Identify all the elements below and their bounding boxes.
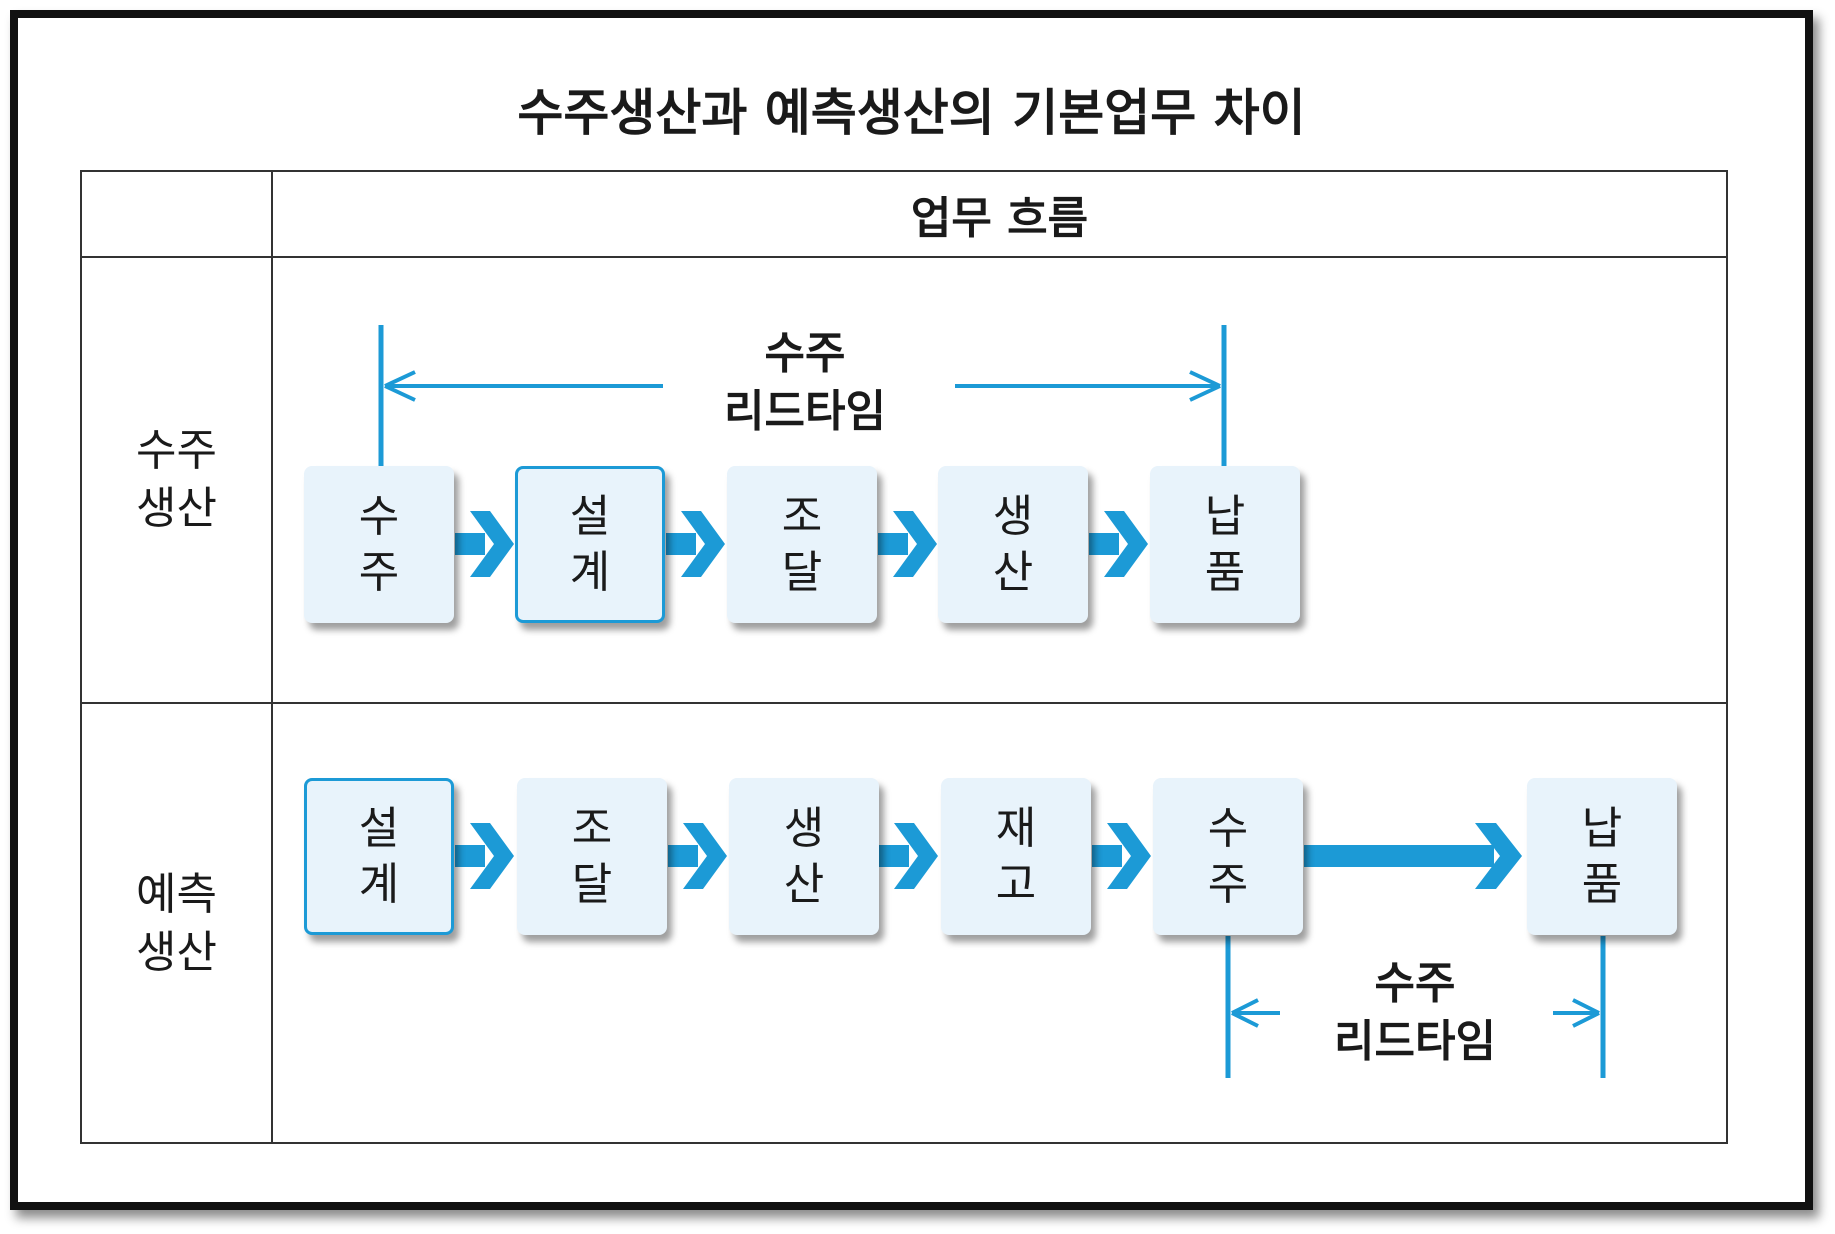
flow-arrow (1089, 511, 1148, 577)
flow-arrow (879, 823, 938, 889)
process-step-order-receipt: 수 주 (304, 466, 454, 623)
flow-arrow (1092, 823, 1151, 889)
step-char: 주 (1207, 858, 1249, 910)
step-char: 산 (783, 858, 825, 910)
step-char: 조 (571, 802, 613, 854)
step-char: 고 (995, 858, 1037, 910)
row-label-make-to-order: 수주 생산 (82, 258, 271, 702)
flow-arrow (668, 823, 727, 889)
header-divider (82, 256, 1726, 258)
lead-time-marker (378, 325, 1227, 466)
lead-time-label: 수주 리드타임 (690, 325, 920, 441)
flow-arrow (455, 823, 514, 889)
process-step-procurement: 조 달 (517, 778, 667, 935)
figure-title: 수주생산과 예측생산의 기본업무 차이 (517, 84, 1306, 142)
lead-time-label-line: 리드타임 (1334, 1016, 1496, 1067)
process-step-order-receipt: 수 주 (1153, 778, 1303, 935)
lead-time-label-line: 수주 (1374, 958, 1456, 1009)
row-label-line: 예측 (136, 869, 217, 920)
process-step-delivery: 납 품 (1150, 466, 1300, 623)
lead-time-label-line: 수주 (764, 328, 846, 379)
step-char: 주 (358, 546, 400, 598)
row-label-line: 생산 (136, 927, 217, 978)
step-char: 조 (781, 490, 823, 542)
row-divider (82, 702, 1726, 704)
process-step-delivery: 납 품 (1527, 778, 1677, 935)
flow-arrow (878, 511, 937, 577)
step-char: 생 (992, 490, 1034, 542)
step-char: 재 (995, 802, 1037, 854)
process-step-production: 생 산 (938, 466, 1088, 623)
step-char: 생 (783, 802, 825, 854)
step-char: 산 (992, 546, 1034, 598)
long-flow-arrow (1304, 823, 1522, 889)
step-char: 품 (1581, 858, 1623, 910)
lead-time-label: 수주 리드타임 (1300, 955, 1530, 1071)
step-char: 수 (358, 490, 400, 542)
step-char: 납 (1204, 490, 1246, 542)
step-char: 달 (571, 858, 613, 910)
comparison-table: 업무 흐름 수주 생산 예측 생산 (80, 170, 1728, 1144)
step-char: 설 (569, 490, 611, 542)
lead-time-label-line: 리드타임 (724, 386, 886, 437)
step-char: 수 (1207, 802, 1249, 854)
flow-header: 업무 흐름 (910, 193, 1089, 244)
step-char: 달 (781, 546, 823, 598)
step-char: 품 (1204, 546, 1246, 598)
process-step-design: 설 계 (304, 778, 454, 935)
row-label-make-to-stock: 예측 생산 (82, 704, 271, 1144)
process-step-procurement: 조 달 (727, 466, 877, 623)
lead-time-marker (1225, 936, 1606, 1078)
step-char: 계 (358, 858, 400, 910)
row-label-line: 생산 (136, 483, 217, 534)
flow-arrow (666, 511, 725, 577)
process-step-production: 생 산 (729, 778, 879, 935)
process-step-design: 설 계 (515, 466, 665, 623)
column-divider (271, 172, 273, 1142)
process-step-inventory: 재 고 (941, 778, 1091, 935)
step-char: 설 (358, 802, 400, 854)
step-char: 납 (1581, 802, 1623, 854)
flow-arrow (455, 511, 514, 577)
step-char: 계 (569, 546, 611, 598)
row-label-line: 수주 (136, 425, 217, 476)
